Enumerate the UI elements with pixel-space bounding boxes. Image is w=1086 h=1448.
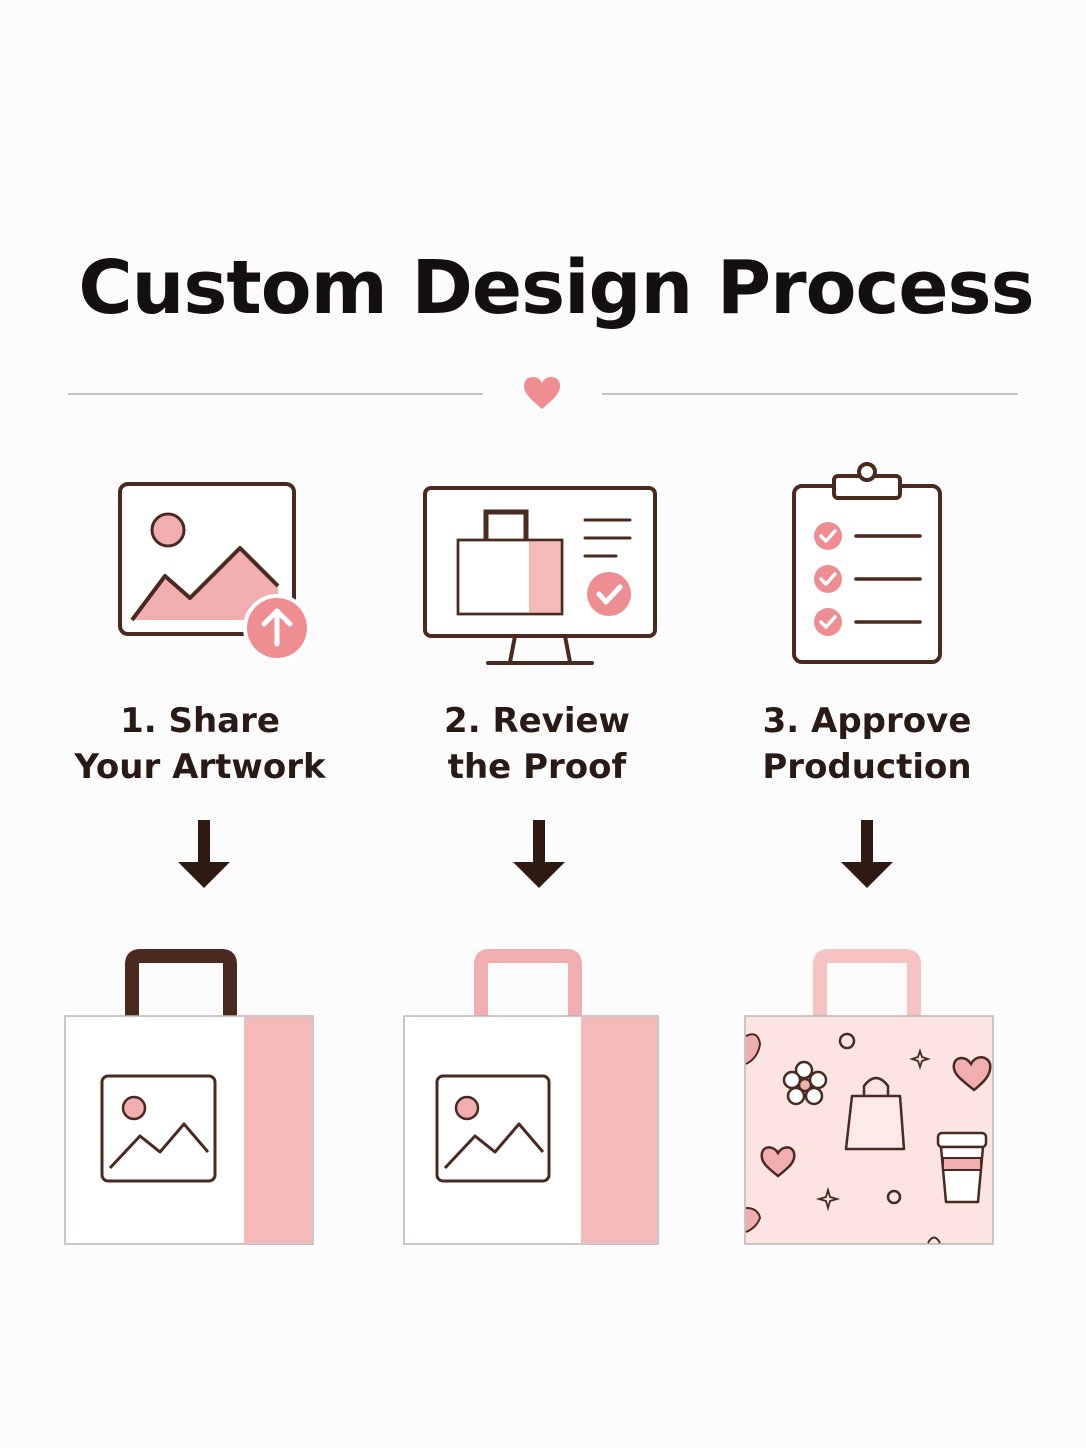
tote-bag-blank-icon [64,949,314,1245]
tote-bag-patterned-icon [744,949,994,1245]
clipboard-checklist-icon [792,462,942,664]
divider-left [68,393,483,395]
tote-bag-proof-icon [403,949,659,1245]
arrow-down-icon [841,820,893,888]
heart-icon [524,377,560,409]
image-upload-icon [118,482,311,662]
arrow-down-icon [178,820,230,888]
page-title: Custom Design Process [78,245,1034,331]
arrow-down-icon [513,820,565,888]
monitor-proof-icon [423,486,657,665]
divider-right [602,393,1018,395]
